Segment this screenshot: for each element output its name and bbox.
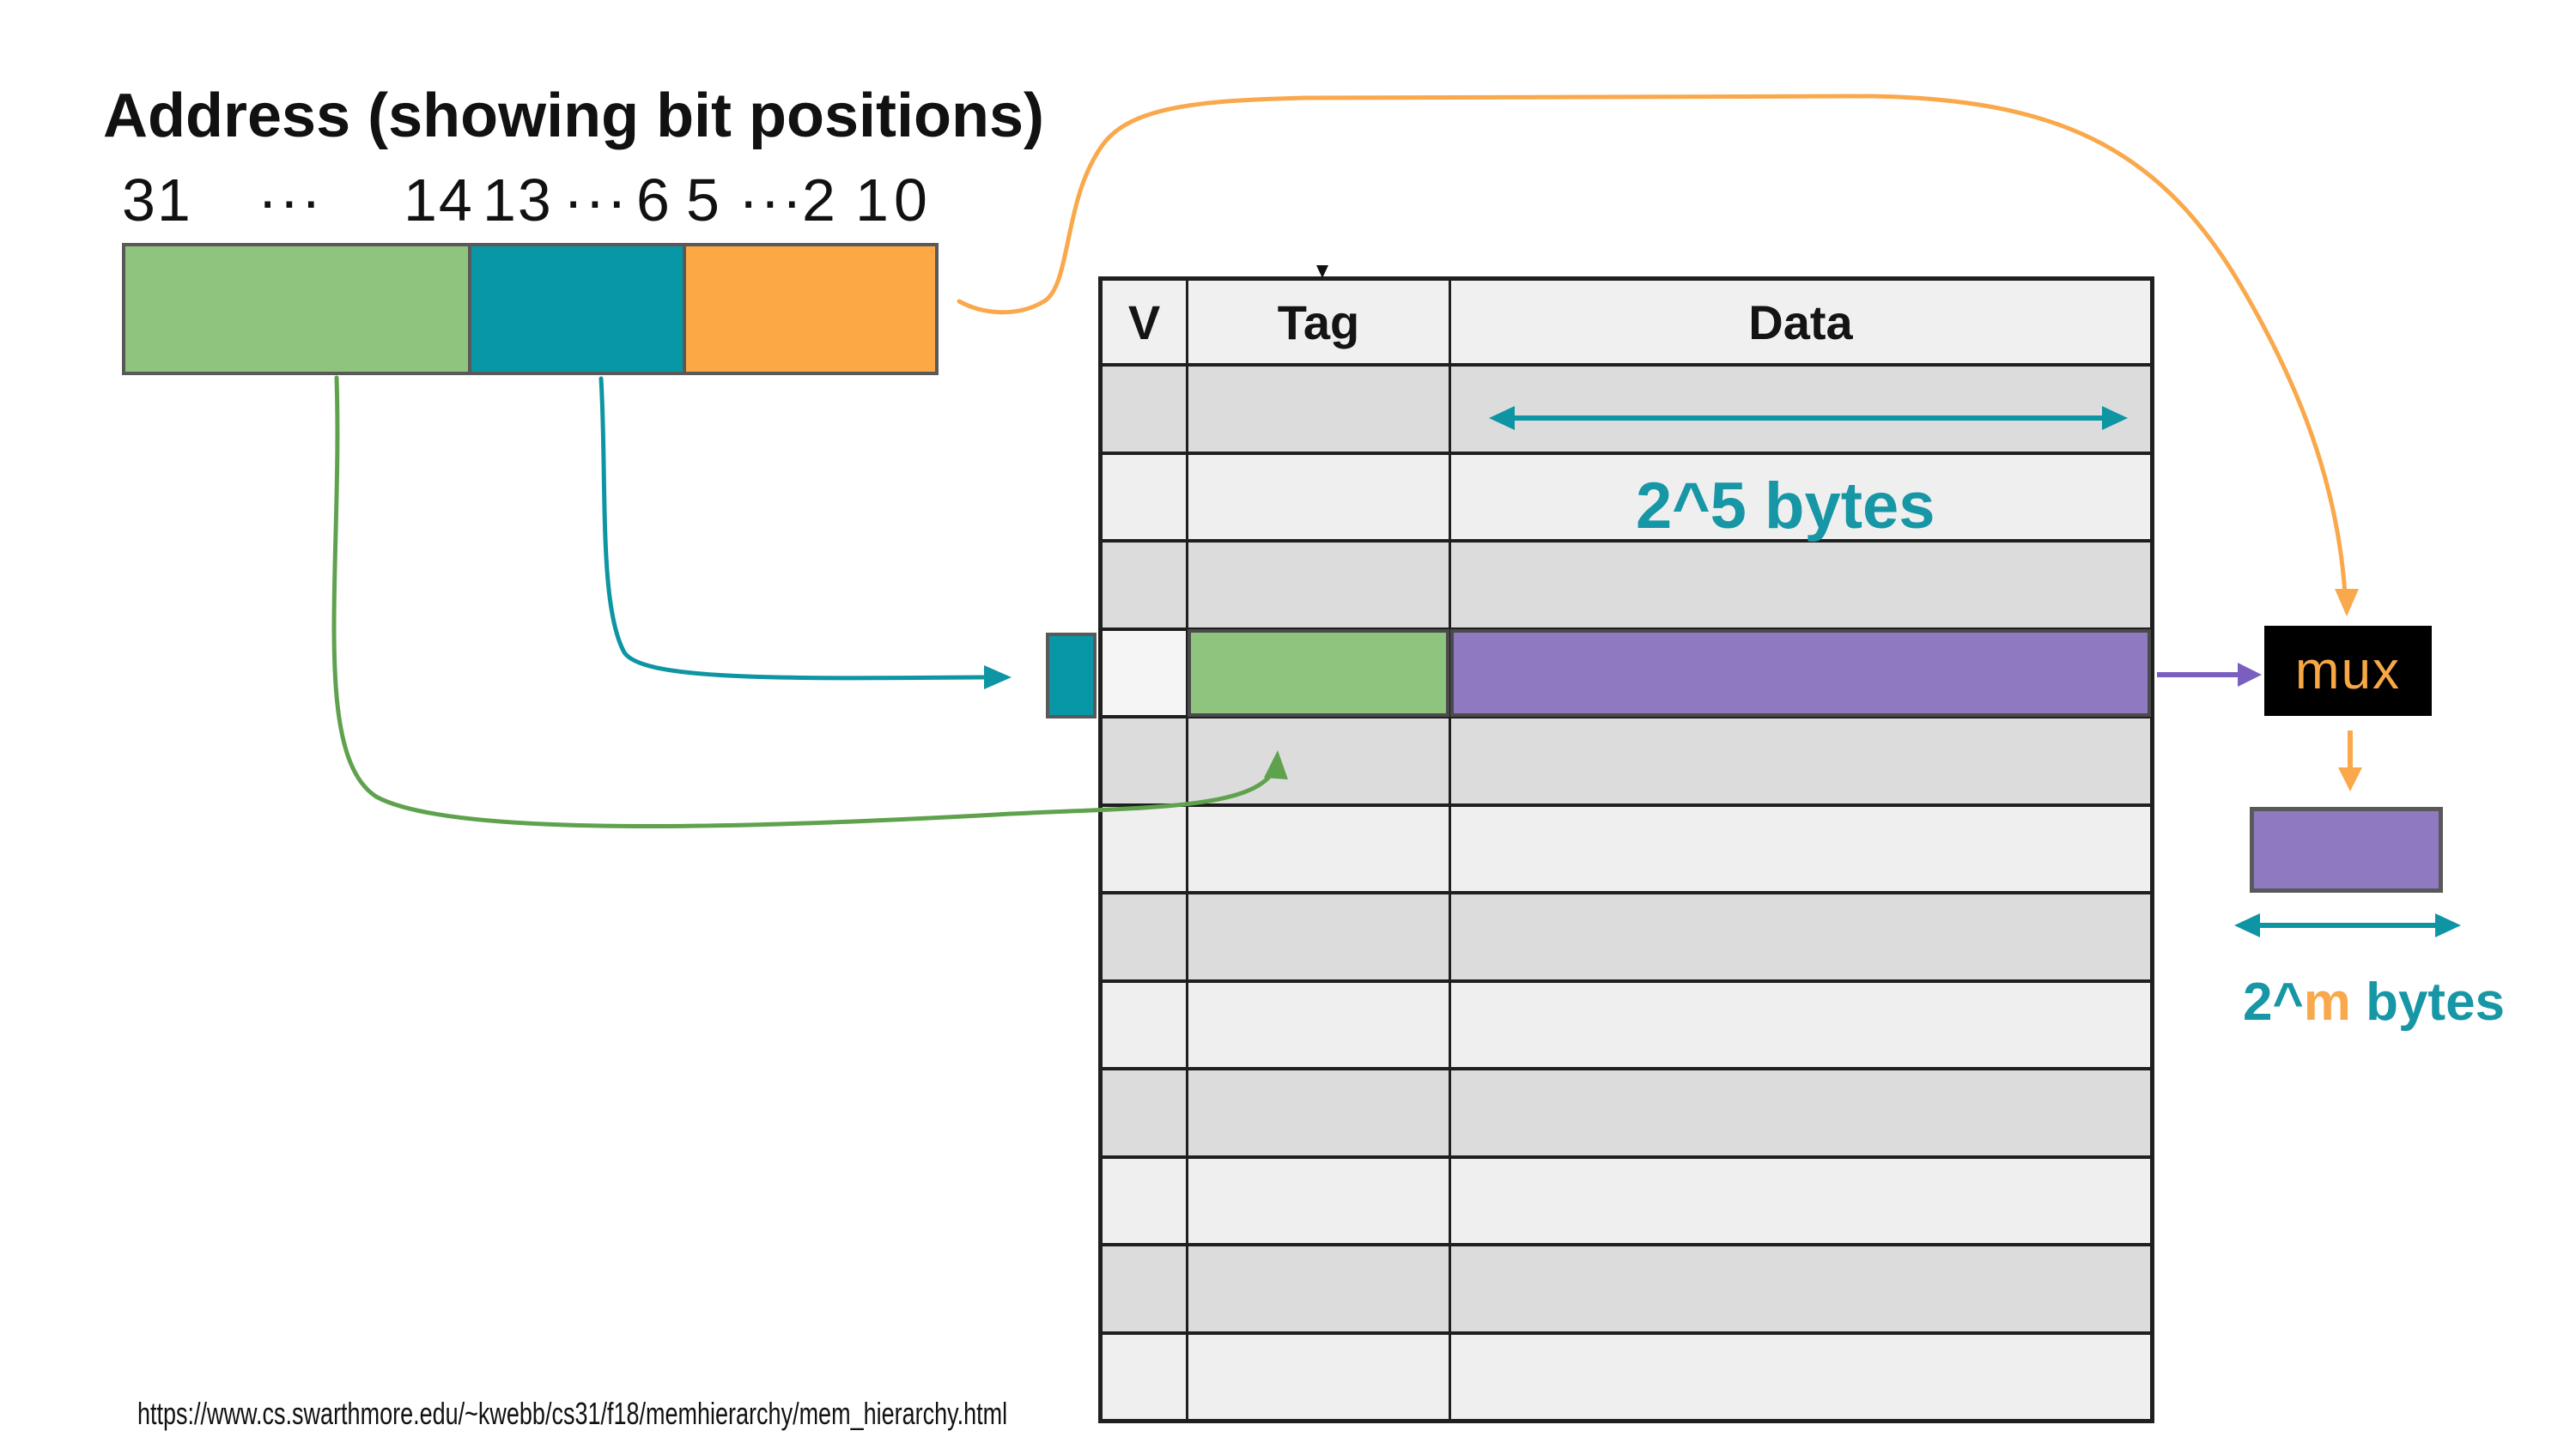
address-segment-offset [683, 246, 935, 372]
tag-cell [1188, 982, 1451, 1067]
bit-label: 5 [686, 167, 721, 233]
table-row [1103, 367, 2150, 455]
bit-label: 14 [404, 167, 474, 233]
bit-label: ··· [563, 167, 629, 233]
table-row [1103, 454, 2150, 543]
v-cell [1103, 1070, 1188, 1155]
table-row [1103, 1334, 2150, 1419]
v-cell [1103, 630, 1188, 715]
tag-cell [1188, 894, 1451, 979]
v-cell [1103, 982, 1188, 1067]
table-header-row: V Tag Data [1103, 281, 2150, 367]
table-row [1103, 628, 2151, 718]
tag-cell [1188, 1334, 1451, 1419]
mux-output-rect [2250, 807, 2443, 893]
block-size-label: 2^5 bytes [1636, 470, 1935, 543]
output-size-label: 2^m bytes [2243, 972, 2505, 1033]
output-size-label-part: bytes [2350, 973, 2506, 1032]
table-row [1103, 1070, 2150, 1159]
bit-label: 31 [122, 167, 192, 233]
header-tag-column: Tag [1188, 281, 1451, 363]
v-cell [1103, 718, 1188, 803]
output-size-arrow [2234, 913, 2461, 937]
table-row [1103, 1246, 2150, 1335]
mux-label: mux [2294, 640, 2402, 700]
data-cell [1451, 367, 2150, 452]
tag-cell [1188, 718, 1451, 803]
bit-label: 6 [636, 167, 671, 233]
v-cell [1103, 367, 1188, 452]
table-row [1103, 982, 2150, 1070]
v-cell [1103, 806, 1188, 891]
bit-label: ··· [258, 167, 323, 233]
data-cell [1451, 806, 2150, 891]
tag-cell [1188, 1070, 1451, 1155]
table-row [1103, 1158, 2150, 1246]
mux-output-arrow [2338, 731, 2362, 791]
matched-tag-fill [1188, 628, 1449, 717]
data-cell [1451, 894, 2150, 979]
table-row [1103, 806, 2150, 894]
data-cell [1451, 1246, 2150, 1331]
tag-cell [1188, 806, 1451, 891]
v-cell [1103, 1246, 1188, 1331]
index-to-set-arrow [598, 376, 1012, 689]
table-row [1103, 543, 2150, 631]
data-cell [1451, 1158, 2150, 1243]
tag-cell [1188, 454, 1451, 539]
table-row [1103, 718, 2150, 807]
mux-box: mux [2264, 626, 2432, 716]
data-cell [1451, 1070, 2150, 1155]
data-cell [1451, 718, 2150, 803]
v-cell [1103, 454, 1188, 539]
data-cell [1451, 1334, 2150, 1419]
address-bar [122, 243, 939, 375]
header-valid-column: V [1103, 281, 1188, 363]
header-data-column: Data [1748, 294, 1853, 349]
tag-cell [1188, 1158, 1451, 1243]
table-row [1103, 894, 2150, 983]
selected-data-block-fill [1450, 628, 2151, 717]
output-size-label-part: 2^ [2243, 973, 2304, 1032]
bit-label: 13 [483, 167, 553, 233]
bit-label: 0 [894, 167, 929, 233]
source-url: https://www.cs.swarthmore.edu/~kwebb/cs3… [137, 1396, 1008, 1431]
bit-label: 2 [802, 167, 837, 233]
address-segment-tag [125, 246, 468, 372]
cache-table: V Tag Data [1098, 276, 2154, 1423]
address-segment-index [468, 246, 683, 372]
tag-cell [1188, 628, 1451, 717]
data-cell [1451, 982, 2150, 1067]
v-cell [1103, 1158, 1188, 1243]
v-cell [1103, 1334, 1188, 1419]
selected-set-marker [1046, 633, 1097, 718]
data-cell [1450, 628, 2151, 717]
data-to-mux-arrow [2157, 663, 2262, 687]
page-title: Address (showing bit positions) [103, 82, 1044, 150]
bit-label: ··· [738, 167, 804, 233]
output-size-label-part: m [2303, 973, 2351, 1032]
tag-cell [1188, 367, 1451, 452]
data-cell [1451, 543, 2150, 627]
tag-cell [1188, 543, 1451, 627]
v-cell [1103, 894, 1188, 979]
v-cell [1103, 543, 1188, 627]
bit-label: 1 [855, 167, 890, 233]
tag-cell [1188, 1246, 1451, 1331]
